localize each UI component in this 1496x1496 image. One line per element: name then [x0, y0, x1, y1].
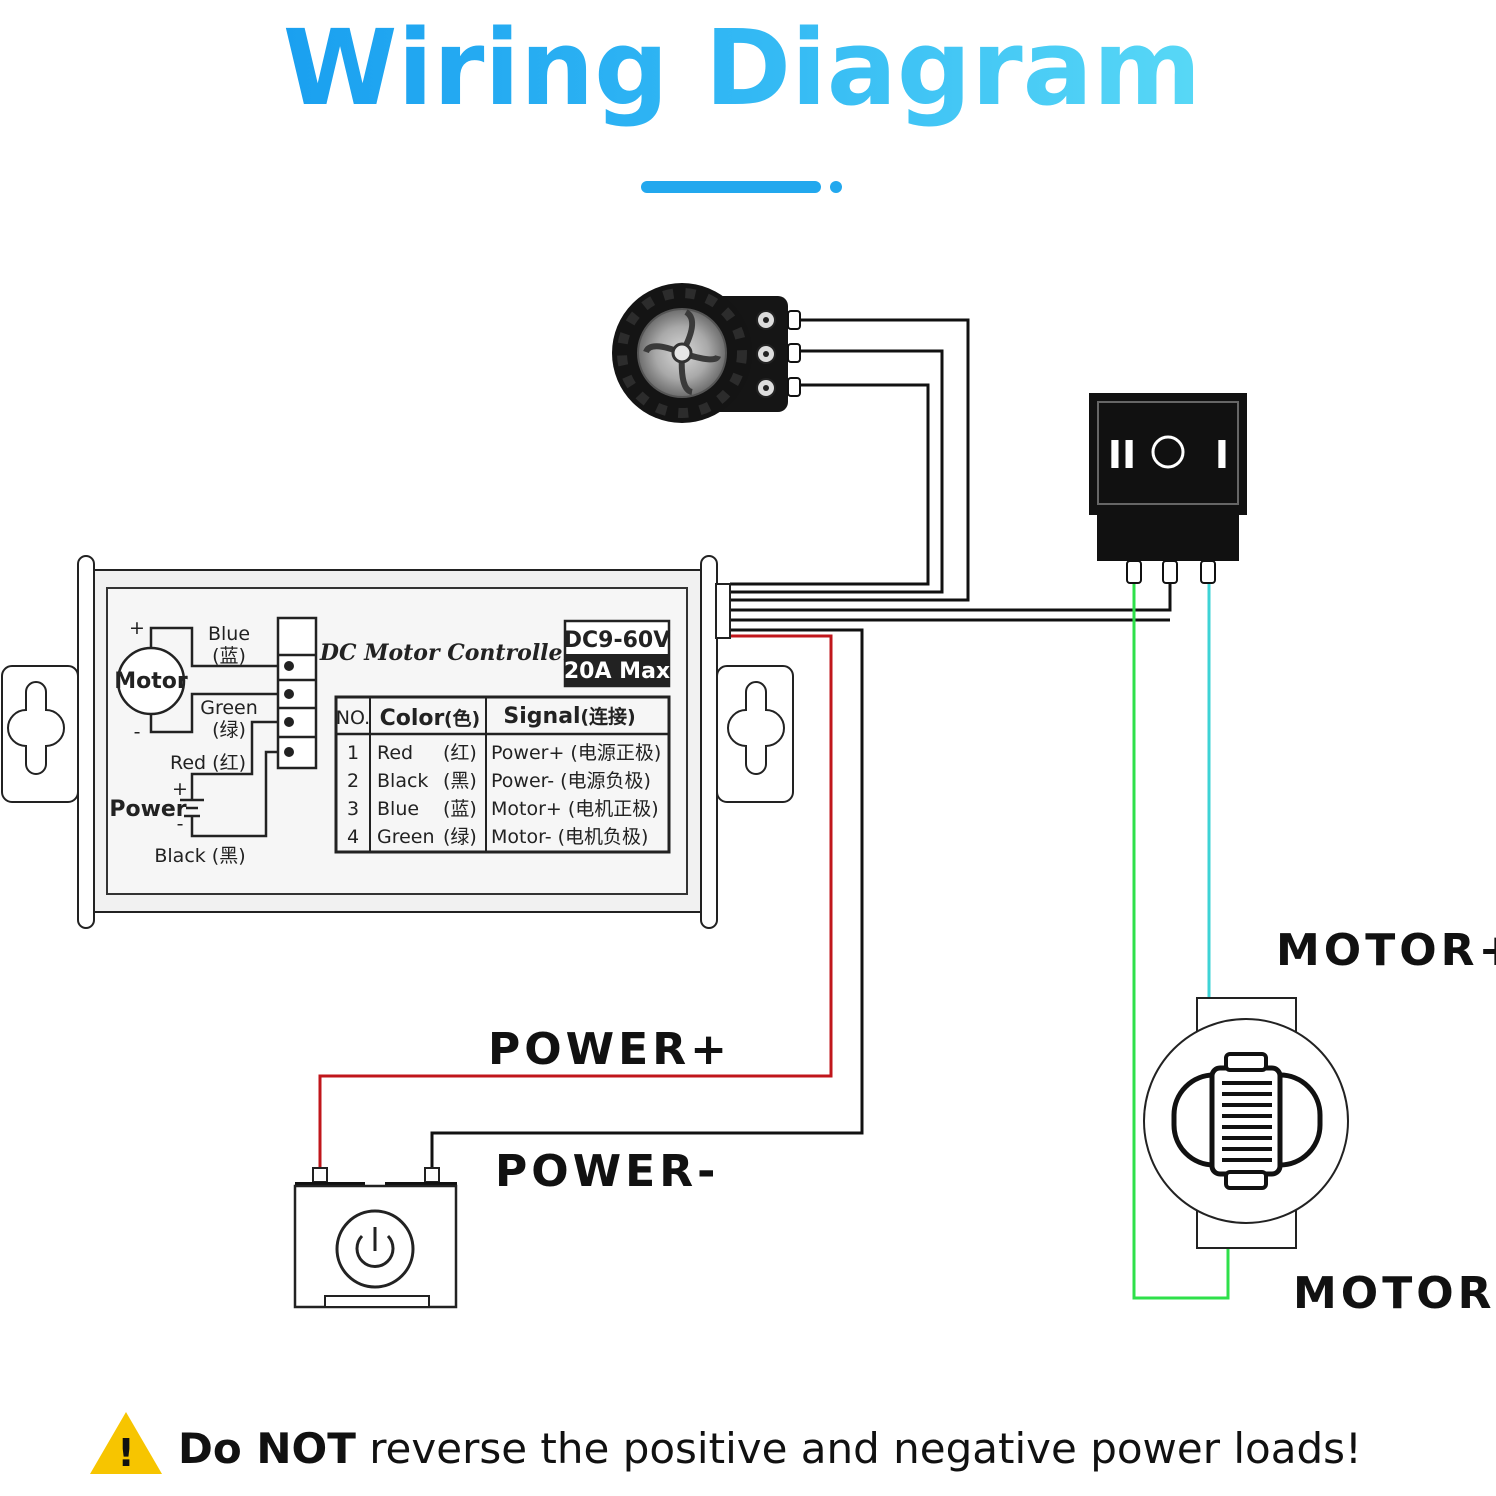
controller-schematic [116, 616, 318, 838]
schematic-green-label: Green [200, 697, 258, 719]
table-row-1-color-cn: (红) [443, 742, 477, 764]
table-row-1-signal: Power+ (电源正极) [491, 742, 661, 764]
schematic-motor-plus: + [129, 617, 145, 639]
motor-minus-wire [1132, 582, 1230, 1300]
warning-text: Do NOT reverse the positive and negative… [178, 1424, 1362, 1473]
power-minus-wire [430, 628, 864, 1170]
page-title: Wiring Diagram [283, 7, 1201, 129]
title-underline [641, 181, 842, 193]
pot-wire-2 [730, 349, 944, 594]
power-plus-wire [318, 634, 833, 1170]
switch-off-circle [1151, 435, 1185, 469]
rating-current: 20A Max [564, 659, 670, 684]
schematic-blue-label: Blue [208, 623, 250, 645]
schematic-motor-label: Motor [114, 669, 188, 694]
potentiometer[interactable] [612, 283, 801, 423]
table-row-1-no: 1 [347, 742, 359, 764]
table-row-2-color: Black [377, 770, 428, 792]
warning-icon: ! [90, 1412, 162, 1475]
table-row-4-color: Green [377, 826, 435, 848]
wire-table [334, 695, 671, 854]
label-power-minus: POWER- [495, 1146, 719, 1197]
schematic-red-label: Red (红) [170, 752, 246, 774]
controller-name: DC Motor Controller [319, 640, 576, 666]
table-header-color: Color [380, 706, 445, 731]
schematic-blue-cn: (蓝) [212, 645, 246, 667]
schematic-power-label: Power [109, 797, 186, 822]
switch-position-i: I [1215, 433, 1229, 477]
warning-rest: reverse the positive and negative power … [356, 1424, 1362, 1473]
table-row-4-color-cn: (绿) [443, 826, 477, 848]
table-row-3-color-cn: (蓝) [443, 798, 477, 820]
label-power-plus: POWER+ [488, 1024, 731, 1075]
table-header-signal-cn: (连接) [580, 705, 635, 728]
table-row-4-signal: Motor- (电机负极) [491, 826, 648, 848]
table-row-3-no: 3 [347, 798, 359, 820]
table-row-2-signal: Power- (电源负极) [491, 770, 651, 792]
pot-wire-1 [730, 318, 970, 602]
table-row-2-color-cn: (黑) [443, 770, 477, 792]
terminal-dots [284, 661, 294, 757]
table-row-3-signal: Motor+ (电机正极) [491, 798, 659, 820]
schematic-green-cn: (绿) [212, 719, 246, 741]
table-header-no: NO. [336, 707, 370, 729]
table-header-color-cn: (色) [444, 707, 480, 730]
schematic-motor-minus: - [134, 721, 141, 743]
table-row-2-no: 2 [347, 770, 359, 792]
motor [1143, 997, 1349, 1249]
pot-wire-3 [730, 383, 930, 586]
rocker-switch[interactable]: II I [1089, 393, 1247, 584]
schematic-power-plus: + [172, 778, 188, 800]
table-row-3-color: Blue [377, 798, 419, 820]
switch-wire-1 [730, 582, 1172, 612]
rating-voltage: DC9-60V [564, 628, 671, 653]
svg-text:!: ! [117, 1431, 134, 1475]
schematic-black-label: Black (黑) [154, 845, 245, 867]
wires [430, 318, 1172, 1170]
table-row-1-color: Red [377, 742, 413, 764]
label-motor-plus: MOTOR+ [1276, 925, 1496, 976]
label-motor-minus: MOTOR- [1293, 1268, 1496, 1319]
rating-badge [563, 619, 671, 688]
battery [293, 1167, 458, 1309]
table-row-4-no: 4 [347, 826, 359, 848]
switch-position-ii: II [1108, 433, 1136, 477]
table-header-signal: Signal [503, 704, 580, 729]
schematic-power-minus: - [177, 813, 184, 835]
warning-bold: Do NOT [178, 1424, 356, 1473]
